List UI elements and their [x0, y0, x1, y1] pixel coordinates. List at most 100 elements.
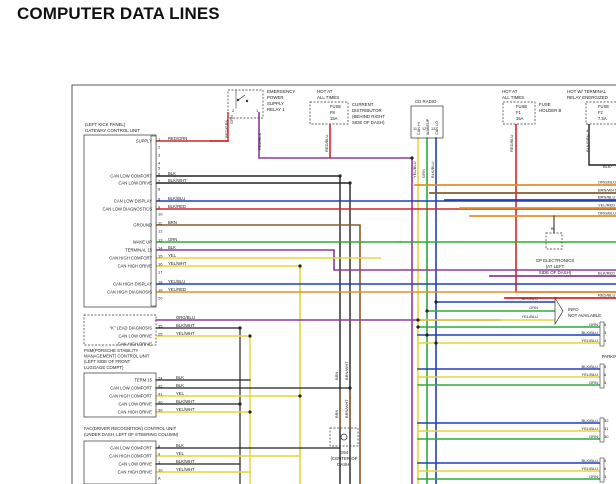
klead-pin-number: 35 — [158, 324, 163, 329]
gp-ground-box — [545, 232, 563, 250]
relay-contact — [236, 98, 240, 102]
gp-ground-label: SIDE OF DASH) — [539, 270, 572, 275]
fuse-f1-label: ALL TIMES — [502, 95, 524, 100]
right-block-wire: YEL/BLU — [582, 372, 599, 377]
info-wire: GRN — [529, 305, 538, 310]
gp-ground-label: GP ELECTRONICS — [536, 258, 575, 263]
splice-dot — [238, 326, 242, 330]
cd-radio-box — [410, 105, 444, 139]
cd-radio-pin: 11 — [413, 127, 417, 131]
splice-dot — [248, 334, 252, 338]
klead-pin-label: "K" LEAD DIAGNOSIS — [110, 326, 153, 331]
right-block-wire: BLK/BLU — [582, 418, 599, 423]
right-block-pin: 6 — [604, 466, 607, 471]
drv-pin-number: 1 — [158, 460, 161, 465]
wire-red-grn — [156, 112, 229, 142]
gateway-pin-label: CAN HIGH DISPLAY — [113, 282, 152, 287]
wire-blk-can-low-comfort — [156, 175, 341, 484]
gateway-pin-number: 18 — [158, 280, 163, 285]
gateway-wire-code: BLK/RED — [168, 204, 186, 209]
psm-pin-number: 42 — [158, 384, 163, 389]
psm-title: LUGGAGE COMPT) — [84, 365, 124, 370]
gateway-pin-label: CAN LOW DIAGNOSTICS — [102, 207, 152, 212]
cd-radio-pin-label: WAKEUP — [426, 118, 430, 135]
component-layer — [83, 89, 616, 484]
drv-pin-label: CAN HIGH DRIVE — [118, 470, 153, 475]
gateway-wire-code: BLK — [168, 245, 176, 250]
right-block-wire: YEL/BLU — [582, 466, 599, 471]
right-block-connector — [599, 321, 605, 347]
gateway-connector — [150, 135, 157, 307]
relay-wire: RED/GRN — [224, 119, 229, 138]
fuse-f1-label: FUSE — [516, 104, 527, 109]
right-wire-label: BLK/RED — [598, 271, 615, 276]
klead-wire: BLK/WHT — [176, 323, 195, 328]
relay-wire: GRN — [229, 115, 234, 124]
psm-title: (LEFT SIDE OF FRONT — [84, 359, 131, 364]
right-wire-label: ORG/BLU — [598, 211, 616, 216]
g94-label: G94 — [340, 450, 349, 455]
info-label: NOT AVAILABLE — [568, 313, 601, 318]
gateway-pin-number: 13 — [158, 238, 163, 243]
gateway-pin-number: 14 — [158, 246, 163, 251]
g94-ground-icon — [340, 433, 348, 441]
right-block-connector — [599, 363, 605, 389]
psm-wire: BLK — [176, 383, 184, 388]
drv-wire: BLK — [176, 443, 184, 448]
klead-box — [83, 314, 157, 346]
splice-dot — [434, 300, 438, 304]
fuse-f1-label: HOT AT — [502, 89, 518, 94]
right-block-wire: GRN — [589, 380, 598, 385]
right-block-wire: BLK/BLU — [582, 330, 599, 335]
cd-radio-pin-label: CAN LO — [435, 121, 439, 135]
wire-brn-ground — [156, 224, 361, 484]
splice-dot — [416, 318, 420, 322]
g94-label: (CENTER OF — [331, 456, 358, 461]
gateway-wire-code: BLK/WHT — [168, 178, 187, 183]
psm-title: PSM(PORSCHE STABILITY — [84, 348, 138, 353]
gateway-wire-code: BLK/BLU — [168, 196, 185, 201]
gateway-pin-number: 12 — [158, 229, 163, 234]
psm-pin-number: 24 — [158, 376, 163, 381]
splice-dot — [348, 181, 352, 185]
klead-pin-label: CAN HIGH DRIVE — [118, 342, 153, 347]
psm-pin-label: CAN LOW COMFORT — [110, 386, 152, 391]
klead-wire: ORG/BLU — [176, 315, 195, 320]
splice-dot — [410, 156, 414, 160]
fuse-f1-label: F1 — [516, 110, 522, 115]
page-title: COMPUTER DATA LINES — [17, 4, 220, 23]
cd-radio-pin: 13 — [431, 127, 435, 131]
relay-wire: RED/BLK — [257, 133, 262, 150]
right-block-wire: GRN — [589, 434, 598, 439]
fuse-f1-wire: RED/BLU — [509, 135, 514, 152]
relay-pin: 1 — [256, 108, 259, 113]
splice-dot — [338, 174, 342, 178]
relay-label: POWER — [267, 95, 284, 100]
relay-label: RELAY 1 — [267, 107, 285, 112]
g94-wire: BRN/WHT — [344, 399, 349, 418]
right-block-wire: GRN — [589, 474, 598, 479]
psm-pin-number: 39 — [158, 408, 163, 413]
psm-wire: YEL/WHT — [176, 407, 195, 412]
g94-wire: BRN — [334, 409, 339, 418]
right-block-pin: 6 — [604, 372, 607, 377]
fuse-f8-box — [309, 101, 349, 125]
g94-wire: BRN/WHT — [344, 361, 349, 380]
relay-label: SUPPLY — [267, 101, 284, 106]
psm-pin-label: CAN LOW DRIVE — [118, 402, 152, 407]
fuse-f2-box — [585, 101, 616, 125]
right-block-pin: 32 — [604, 418, 609, 423]
psm-pin-label: CAN HIGH DRIVE — [118, 410, 153, 415]
drv-title: (UNDER DASH, LEFT OF STEERING COLUMN) — [84, 432, 179, 437]
drv-title: FAC(DRIVER RECOGNITION) CONTROL UNIT — [84, 426, 177, 431]
diagram-border — [71, 84, 616, 484]
info-label: INFO — [568, 307, 579, 312]
wire-blk-wht-klead — [156, 327, 241, 484]
gateway-pin-label: CAN LOW DISPLAY — [114, 199, 152, 204]
splice-dot — [416, 325, 420, 329]
fuse-f1-desc: FUSE — [539, 102, 551, 107]
gateway-wire-code: YEL/BLU — [168, 279, 185, 284]
gateway-pin-label: WAKE UP — [133, 240, 152, 245]
psm-wire: BLK — [176, 375, 184, 380]
